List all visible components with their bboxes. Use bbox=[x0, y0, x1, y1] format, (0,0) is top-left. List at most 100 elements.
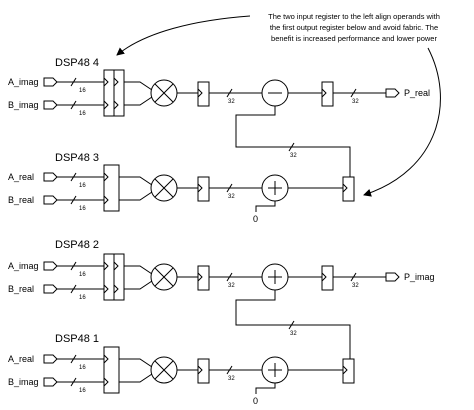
zero-constant-label: 0 bbox=[253, 214, 258, 224]
dsp48-block-2: DSP48 2 A_imag B_real 16 16 32 32 P_imag bbox=[8, 239, 435, 301]
bus-slash bbox=[70, 172, 77, 182]
clock-edge-icon bbox=[103, 172, 109, 205]
input-port-label: A_real bbox=[8, 172, 34, 182]
clock-edge-icon bbox=[103, 261, 119, 294]
multiplier-x-icon bbox=[154, 267, 174, 287]
annotation-arrow-to-output-register bbox=[363, 47, 441, 197]
bus-width-label: 16 bbox=[79, 388, 86, 394]
input-port-icon bbox=[43, 195, 58, 205]
bus-width-label: 16 bbox=[79, 206, 86, 212]
dsp-title: DSP48 4 bbox=[55, 57, 99, 69]
bus-width-label: 16 bbox=[79, 365, 86, 371]
bus-width-label: 16 bbox=[79, 295, 86, 301]
clock-edge-icon bbox=[321, 272, 327, 282]
bus-width-label: 32 bbox=[228, 376, 235, 382]
input-port-label: B_real bbox=[8, 195, 34, 205]
pipeline-register bbox=[197, 358, 210, 384]
pipeline-register bbox=[197, 176, 210, 202]
plus-icon bbox=[268, 270, 282, 284]
bus-slash bbox=[288, 320, 295, 330]
annotation-line: benefit is increased performance and low… bbox=[271, 34, 437, 43]
bus-width-label: 32 bbox=[228, 194, 235, 200]
zero-input-wire bbox=[255, 383, 276, 394]
input-port-icon bbox=[43, 172, 58, 182]
input-port-label: A_real bbox=[8, 354, 34, 364]
dsp48-block-1: DSP48 1 A_real B_imag 16 16 32 0 bbox=[8, 333, 355, 406]
bus-width-label: 32 bbox=[228, 283, 235, 289]
bus-width-label: 32 bbox=[352, 99, 359, 105]
wire bbox=[124, 265, 153, 290]
input-port-icon bbox=[43, 77, 58, 87]
input-register bbox=[113, 253, 125, 301]
wire bbox=[124, 81, 153, 106]
bus-slash bbox=[350, 88, 357, 98]
wire bbox=[119, 176, 153, 201]
bus-slash bbox=[288, 142, 295, 152]
input-port-icon bbox=[43, 284, 58, 294]
bus-width-label: 16 bbox=[79, 111, 86, 117]
plus-icon bbox=[268, 363, 282, 377]
clock-edge-icon bbox=[321, 88, 327, 98]
bus-slash bbox=[350, 272, 357, 282]
cascade-wire bbox=[235, 106, 351, 187]
dsp-title: DSP48 3 bbox=[55, 152, 99, 164]
clock-edge-icon bbox=[103, 354, 109, 387]
bus-slash bbox=[226, 365, 233, 375]
bus-slash bbox=[70, 354, 77, 364]
input-port-label: A_imag bbox=[8, 77, 39, 87]
dsp48-block-3: DSP48 3 A_real B_real 16 16 32 0 bbox=[8, 152, 355, 224]
input-port-icon bbox=[43, 377, 58, 387]
bus-width-label: 16 bbox=[79, 272, 86, 278]
output-register bbox=[321, 265, 334, 291]
output-register bbox=[321, 81, 334, 107]
bus-width-label: 32 bbox=[290, 331, 297, 337]
bus-slash bbox=[70, 261, 77, 271]
bus-width-label: 32 bbox=[352, 283, 359, 289]
annotation-arrow-to-input-registers bbox=[116, 15, 251, 56]
zero-constant-label: 0 bbox=[253, 396, 258, 406]
clock-edge-icon bbox=[197, 272, 203, 282]
input-port-icon bbox=[43, 100, 58, 110]
bus-slash bbox=[70, 284, 77, 294]
clock-edge-icon bbox=[197, 365, 203, 375]
input-register bbox=[113, 69, 125, 117]
bus-slash bbox=[226, 88, 233, 98]
input-register bbox=[103, 346, 120, 394]
bus-width-label: 32 bbox=[228, 99, 235, 105]
multiplier-x-icon bbox=[154, 360, 174, 380]
dsp-title: DSP48 2 bbox=[55, 239, 99, 251]
dsp48-block-4: DSP48 4 A_imag B_imag 16 16 32 bbox=[8, 57, 430, 117]
input-register bbox=[103, 253, 115, 301]
input-port-label: B_imag bbox=[8, 100, 39, 110]
input-port-label: B_real bbox=[8, 284, 34, 294]
cascade-wire bbox=[235, 290, 351, 371]
bus-slash bbox=[226, 272, 233, 282]
input-register bbox=[103, 69, 115, 117]
input-register bbox=[103, 164, 120, 212]
output-register bbox=[342, 358, 355, 384]
bus-width-label: 32 bbox=[290, 153, 297, 159]
clock-edge-icon bbox=[342, 183, 348, 193]
input-port-label: A_imag bbox=[8, 261, 39, 271]
output-port-label: P_imag bbox=[404, 272, 435, 282]
annotation-note: The two input register to the left align… bbox=[268, 12, 440, 43]
bus-slash bbox=[70, 77, 77, 87]
clock-edge-icon bbox=[103, 77, 119, 110]
annotation-line: the first output register below and avoi… bbox=[270, 23, 438, 32]
input-port-icon bbox=[43, 261, 58, 271]
bus-width-label: 16 bbox=[79, 183, 86, 189]
clock-edge-icon bbox=[197, 88, 203, 98]
bus-slash bbox=[70, 377, 77, 387]
output-port-label: P_real bbox=[404, 88, 430, 98]
bus-slash bbox=[226, 183, 233, 193]
output-port-icon bbox=[385, 272, 400, 282]
bus-width-label: 16 bbox=[79, 88, 86, 94]
zero-input-wire bbox=[255, 201, 276, 212]
pipeline-register bbox=[197, 265, 210, 291]
clock-edge-icon bbox=[342, 365, 348, 375]
output-register bbox=[342, 176, 355, 202]
multiplier-x-icon bbox=[154, 83, 174, 103]
bus-slash bbox=[70, 195, 77, 205]
bus-slash bbox=[70, 100, 77, 110]
